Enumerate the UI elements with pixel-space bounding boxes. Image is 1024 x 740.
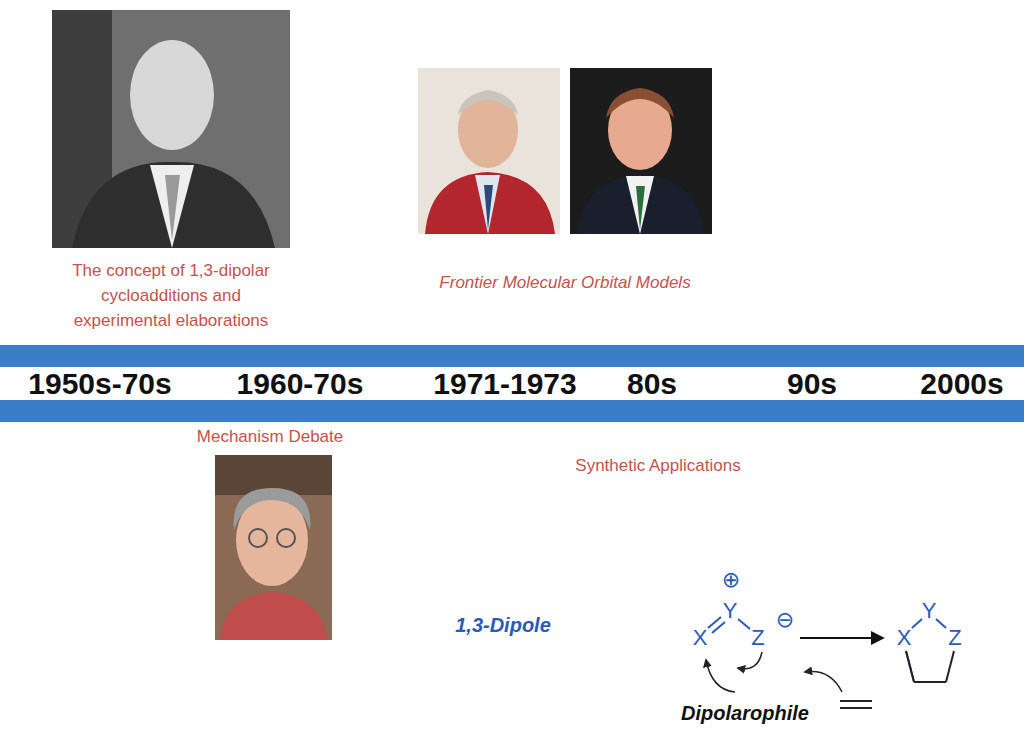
reaction-arrow <box>800 637 882 639</box>
atom-letter: Y <box>917 598 941 624</box>
era-caption: Frontier Molecular Orbital Models <box>435 270 695 295</box>
curved-arrow <box>706 652 842 692</box>
atom-letter: X <box>892 625 916 651</box>
portrait-photo <box>570 68 712 234</box>
portrait-photo <box>418 68 560 234</box>
period-label: 1971-1973 <box>433 367 576 400</box>
era-caption: Mechanism Debate <box>160 426 380 448</box>
portrait-photo <box>215 455 332 640</box>
era-caption: The concept of 1,3-dipolar cycloaddition… <box>51 258 291 333</box>
atom-letter: Y <box>718 598 742 624</box>
dipolarophile-label: Dipolarophile <box>665 700 825 726</box>
atom-letter: Z <box>943 625 967 651</box>
product-ring <box>906 619 954 682</box>
atom-letter: X <box>688 625 712 651</box>
portrait-photo <box>52 10 290 248</box>
charge-symbol: ⊕ <box>716 567 746 593</box>
timeline-band: 1950s-70s 1960-70s 1971-1973 80s 90s 2000s <box>0 345 1024 422</box>
period-label: 1950s-70s <box>28 367 171 400</box>
era-caption: Synthetic Applications <box>538 455 778 477</box>
charge-symbol: ⊖ <box>770 607 800 633</box>
period-label: 90s <box>787 367 837 400</box>
period-label: 1960-70s <box>237 367 364 400</box>
atom-letter: Z <box>746 625 770 651</box>
dipole-label: 1,3-Dipole <box>433 612 573 638</box>
period-label: 80s <box>627 367 677 400</box>
period-label: 2000s <box>920 367 1003 400</box>
alkene-symbol <box>840 701 872 708</box>
